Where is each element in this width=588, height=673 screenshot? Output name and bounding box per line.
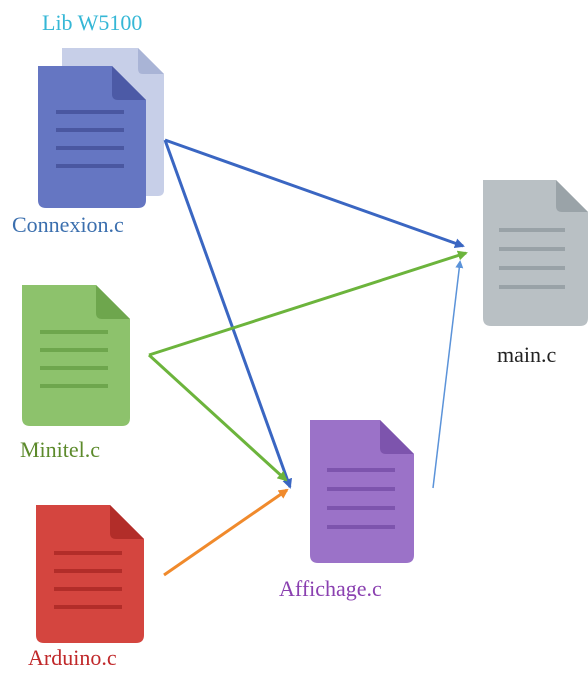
affichage-label: Affichage.c [279, 576, 382, 601]
main-label: main.c [497, 342, 557, 367]
arrow-minitel-to-main [148, 250, 468, 357]
minitel-label: Minitel.c [20, 437, 101, 462]
connexion-label: Connexion.c [12, 212, 124, 237]
main-document-icon [483, 180, 588, 326]
arrow-connexion-to-main [164, 138, 465, 249]
arrow-minitel-to-affichage [147, 353, 288, 482]
arrow-arduino-to-affichage [163, 488, 289, 577]
arduino-label: Arduino.c [28, 645, 117, 670]
arrow-affichage-to-main [432, 260, 464, 489]
connexion-document-icon [38, 66, 146, 208]
arduino-document-icon [36, 505, 144, 643]
minitel-document-icon [22, 285, 130, 426]
lib-w5100-label: Lib W5100 [42, 10, 143, 35]
arrow-connexion-to-affichage [163, 139, 292, 489]
affichage-document-icon [310, 420, 414, 563]
